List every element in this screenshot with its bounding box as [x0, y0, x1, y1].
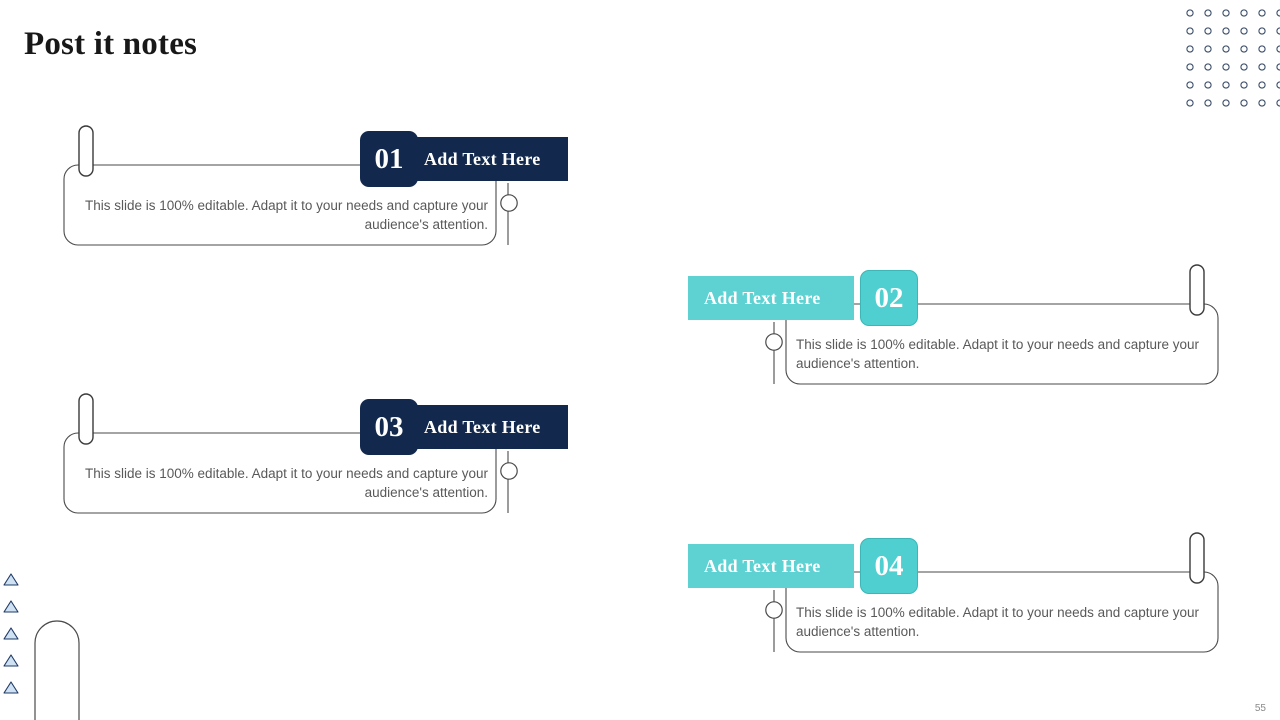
- item-label-03[interactable]: Add Text Here: [402, 405, 568, 449]
- item-card-01[interactable]: 01 Add Text Here This slide is 100% edit…: [62, 125, 568, 253]
- page-title: Post it notes: [24, 26, 198, 62]
- item-label-04[interactable]: Add Text Here: [688, 544, 854, 588]
- paperclip-icon-01: [78, 125, 94, 177]
- paperclip-icon-03: [78, 393, 94, 445]
- page-number: 55: [1254, 703, 1266, 714]
- item-body-text-02: This slide is 100% editable. Adapt it to…: [796, 337, 1199, 371]
- item-body-text-01: This slide is 100% editable. Adapt it to…: [85, 198, 488, 232]
- paperclip-icon-02: [1189, 264, 1205, 316]
- item-number-badge-02[interactable]: 02: [860, 270, 918, 326]
- item-number-badge-01[interactable]: 01: [360, 131, 418, 187]
- triangle-stack-icon: [3, 573, 19, 694]
- dot-grid-icon: [1186, 9, 1280, 107]
- connector-circle-icon-04: [765, 601, 783, 619]
- connector-circle-icon-01: [500, 194, 518, 212]
- item-card-03[interactable]: 03 Add Text Here This slide is 100% edit…: [62, 393, 568, 521]
- triangle-stack-decoration: [2, 570, 24, 700]
- item-label-01[interactable]: Add Text Here: [402, 137, 568, 181]
- connector-circle-icon-02: [765, 333, 783, 351]
- large-paperclip-decoration: [32, 617, 88, 720]
- item-card-02[interactable]: 02 Add Text Here This slide is 100% edit…: [688, 264, 1220, 392]
- dot-grid-decoration: [1185, 8, 1280, 113]
- connector-circle-icon-03: [500, 462, 518, 480]
- item-number-badge-04[interactable]: 04: [860, 538, 918, 594]
- item-body-text-04: This slide is 100% editable. Adapt it to…: [796, 605, 1199, 639]
- item-label-02[interactable]: Add Text Here: [688, 276, 854, 320]
- item-body-text-03: This slide is 100% editable. Adapt it to…: [85, 466, 488, 500]
- paperclip-icon-04: [1189, 532, 1205, 584]
- item-number-badge-03[interactable]: 03: [360, 399, 418, 455]
- paperclip-icon: [34, 620, 80, 720]
- item-card-04[interactable]: 04 Add Text Here This slide is 100% edit…: [688, 532, 1220, 660]
